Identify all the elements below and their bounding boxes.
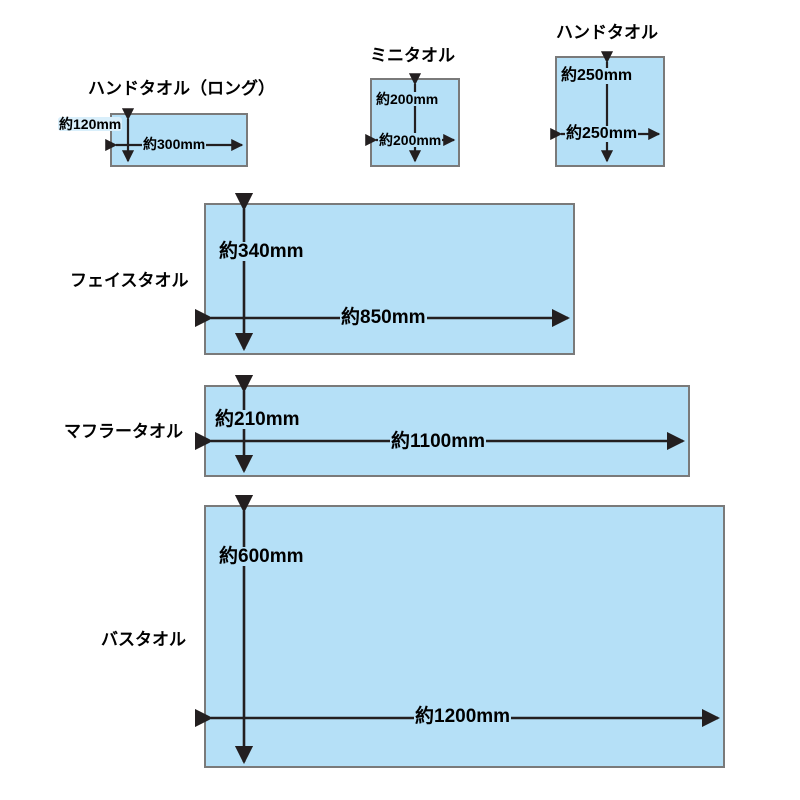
face-towel-height-text: 約340mm: [218, 241, 305, 262]
muffler-towel-height-text: 約210mm: [214, 409, 301, 430]
bath-towel-label: バスタオル: [101, 630, 186, 649]
hand-towel-width-text: 約250mm: [565, 125, 639, 142]
face-towel-arrows: [194, 192, 571, 352]
hand-towel-height-text: 約250mm: [560, 67, 634, 84]
hand-towel-long-height-text: 約120mm: [58, 116, 123, 132]
hand-towel-long-title: ハンドタオル（ロング）: [88, 79, 275, 98]
mini-towel-title: ミニタオル: [370, 46, 455, 65]
muffler-towel-rect: [204, 385, 690, 477]
bath-towel-height-text: 約600mm: [218, 546, 305, 567]
bath-towel-arrows: [194, 494, 721, 765]
mini-towel-width-text: 約200mm: [378, 132, 443, 148]
muffler-towel-width-text: 約1100mm: [390, 431, 487, 452]
hand-towel-long-width-text: 約300mm: [142, 136, 207, 152]
bath-towel-width-text: 約1200mm: [414, 706, 512, 727]
face-towel-width-text: 約850mm: [340, 307, 427, 328]
mini-towel-height-text: 約200mm: [375, 91, 440, 107]
face-towel-rect: [204, 203, 575, 355]
hand-towel-title: ハンドタオル: [556, 23, 658, 42]
muffler-towel-label: マフラータオル: [64, 422, 183, 441]
face-towel-label: フェイスタオル: [70, 271, 189, 290]
